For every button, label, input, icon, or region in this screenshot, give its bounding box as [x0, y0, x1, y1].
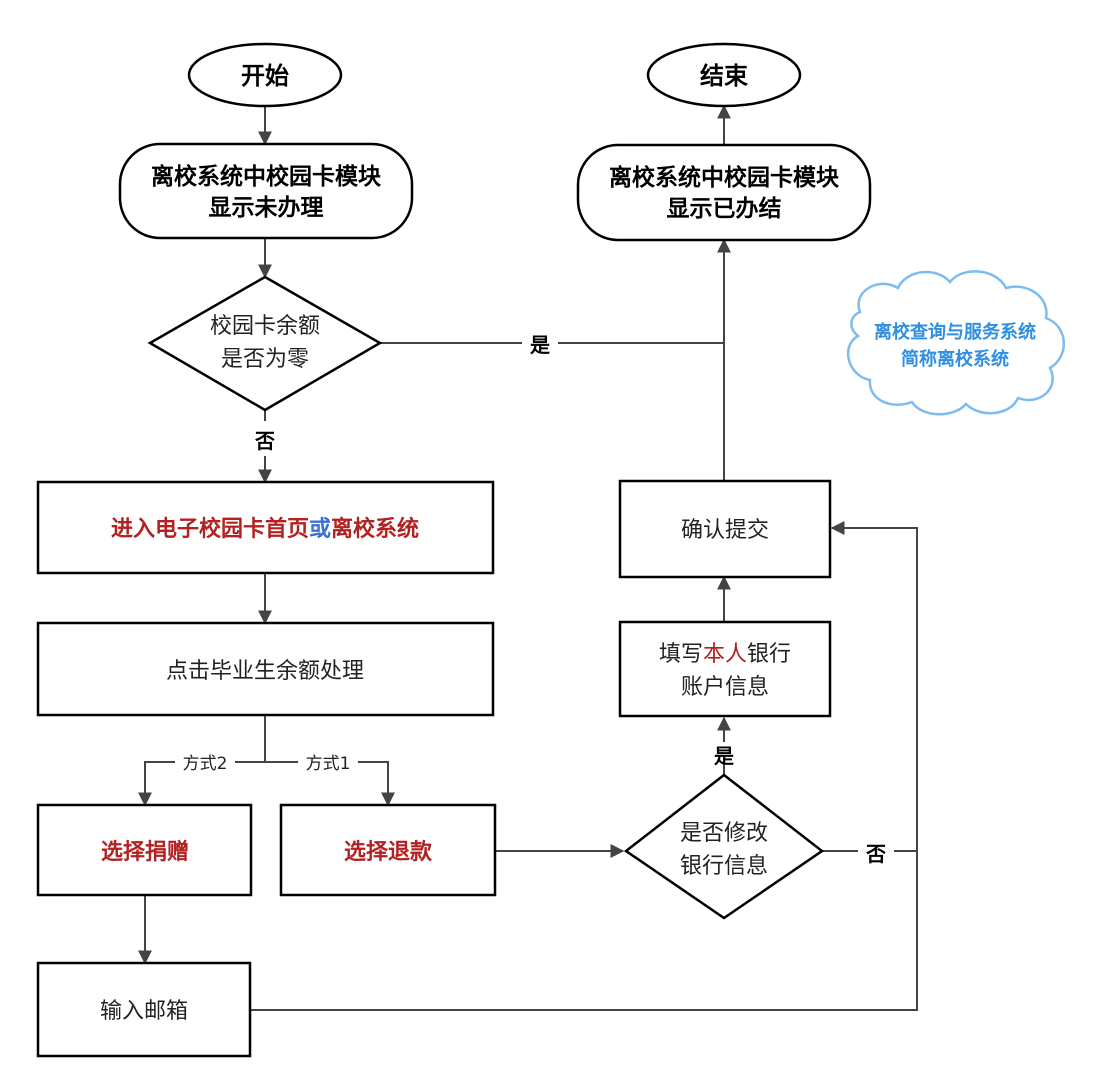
- input-email-label: 输入邮箱: [100, 999, 188, 1024]
- no-modify-bg: [858, 838, 894, 866]
- note-line1: 离校查询与服务系统: [874, 321, 1036, 343]
- confirm-submit-node: [618, 479, 832, 579]
- balance-zero-decision: [147, 275, 383, 412]
- balance-zero-line1: 校园卡余额: [210, 314, 320, 339]
- end-node: [646, 42, 802, 108]
- enter-system-part2: 或: [309, 516, 331, 542]
- fill-bank-line2: 账户信息: [681, 675, 769, 700]
- balance-zero-line2: 是否为零: [221, 347, 309, 372]
- modify-bank-decision: [623, 773, 825, 920]
- choose-refund-node: [279, 803, 497, 897]
- edge-label-method1: 方式1: [306, 754, 351, 774]
- enter-system-part3: 离校系统: [331, 516, 419, 542]
- fill-bank-line1: 填写本人银行: [659, 642, 791, 667]
- show-done-line1: 离校系统中校园卡模块: [609, 164, 839, 191]
- show-done-line2: 显示已办结: [667, 196, 782, 222]
- method2-bg: [175, 751, 235, 773]
- show-unprocessed-line1: 离校系统中校园卡模块: [151, 163, 381, 190]
- show-done-node: [576, 143, 872, 242]
- fill-bank-part-c: 银行: [747, 642, 791, 667]
- choose-donate-node: [36, 803, 253, 897]
- modify-bank-line2: 银行信息: [680, 854, 768, 879]
- modify-bank-line1: 是否修改: [680, 821, 768, 846]
- show-unprocessed-line2: 显示未办理: [209, 195, 324, 221]
- edge-label-method2: 方式2: [183, 754, 228, 774]
- edge-label-yes-balance: 是: [529, 333, 550, 357]
- enter-system-part1: 进入电子校园卡首页: [111, 516, 309, 542]
- end-label: 结束: [700, 62, 749, 90]
- confirm-submit-label: 确认提交: [681, 518, 769, 543]
- yes-balance-bg: [522, 329, 558, 357]
- click-balance-label: 点击毕业生余额处理: [166, 659, 364, 684]
- choose-refund-label: 选择退款: [344, 839, 433, 865]
- input-email-node: [36, 961, 252, 1058]
- fill-bank-part-a: 填写: [659, 642, 703, 667]
- show-unprocessed-node: [118, 142, 414, 240]
- start-label: 开始: [241, 62, 289, 90]
- fill-bank-node: [618, 620, 832, 718]
- enter-system-label: 进入电子校园卡首页或离校系统: [111, 516, 419, 542]
- edge-label-yes-modify: 是: [713, 744, 734, 768]
- method1-bg: [298, 751, 358, 773]
- fill-bank-part-b: 本人: [703, 642, 747, 667]
- edge-email-to-confirm: [250, 521, 918, 1011]
- click-balance-node: [36, 621, 495, 717]
- choose-donate-label: 选择捐赠: [101, 839, 189, 865]
- enter-system-node: [36, 480, 495, 575]
- edge-label-no-balance: 否: [254, 429, 275, 453]
- note-line2: 简称离校系统: [901, 348, 1009, 370]
- note-cloud: [846, 270, 1066, 416]
- start-node: [187, 42, 343, 108]
- edge-label-no-modify: 否: [865, 842, 886, 866]
